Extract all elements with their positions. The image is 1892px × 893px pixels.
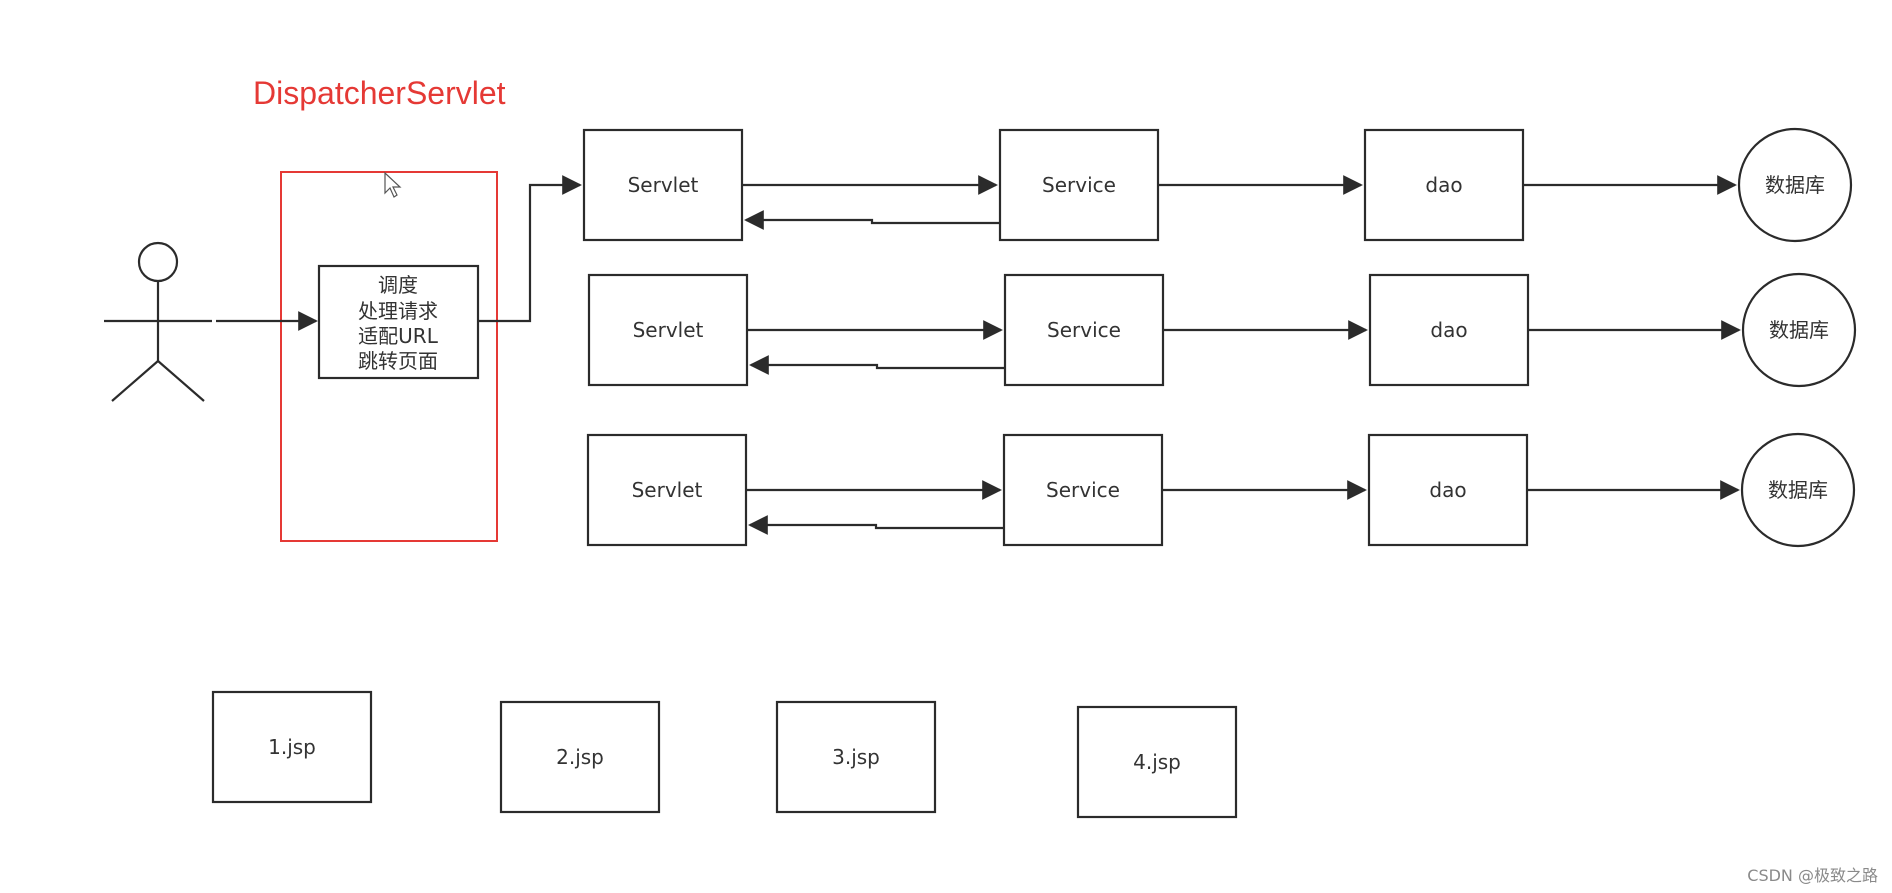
jsp-label-2: 2.jsp <box>556 745 604 769</box>
database-label: 数据库 <box>1769 318 1829 342</box>
service-label: Service <box>1042 173 1116 197</box>
servlet-label: Servlet <box>628 173 699 197</box>
service-to-servlet-return-arrow <box>744 210 1000 230</box>
service-label: Service <box>1046 478 1120 502</box>
user-actor-icon <box>104 241 212 402</box>
service-label: Service <box>1047 318 1121 342</box>
database-circle <box>1741 272 1857 388</box>
database-circle <box>1737 127 1853 243</box>
row-3: Servlet Service dao 数据库 <box>586 432 1856 548</box>
jsp-box-3 <box>775 700 937 814</box>
diagram-title: DispatcherServlet <box>253 75 506 111</box>
servlet-box <box>587 273 749 387</box>
dispatcher-line-2: 处理请求 <box>358 299 438 323</box>
database-circle <box>1740 432 1856 548</box>
jsp-label-4: 4.jsp <box>1133 750 1181 774</box>
dispatcher-highlight-frame <box>280 171 498 542</box>
dispatcher-line-3: 适配URL <box>358 324 439 348</box>
servlet-label: Servlet <box>632 478 703 502</box>
database-label: 数据库 <box>1765 173 1825 197</box>
mouse-cursor-icon <box>384 171 402 198</box>
row-1: Servlet Service dao 数据库 <box>582 127 1853 243</box>
jsp-label-3: 3.jsp <box>832 745 880 769</box>
service-to-servlet-return-arrow <box>748 515 1004 535</box>
servlet-label: Servlet <box>633 318 704 342</box>
dispatcher-box <box>317 264 480 380</box>
database-label: 数据库 <box>1768 478 1828 502</box>
dao-box <box>1367 433 1529 547</box>
dao-label: dao <box>1429 478 1466 502</box>
dispatcher-line-1: 调度 <box>378 273 418 297</box>
servlet-box <box>582 128 744 242</box>
dao-label: dao <box>1425 173 1462 197</box>
jsp-box-2 <box>499 700 661 814</box>
servlet-box <box>586 433 748 547</box>
jsp-box-4 <box>1076 705 1238 819</box>
dispatcher-line-4: 跳转页面 <box>358 349 438 373</box>
dao-label: dao <box>1430 318 1467 342</box>
jsp-label-1: 1.jsp <box>268 735 316 759</box>
jsp-box-1 <box>211 690 373 804</box>
row-2: Servlet Service dao 数据库 <box>587 272 1857 388</box>
service-box <box>1002 433 1164 547</box>
dao-box <box>1368 273 1530 387</box>
service-to-servlet-return-arrow <box>749 355 1005 375</box>
dispatcher-to-servlet-arrow <box>478 175 582 323</box>
watermark: CSDN @极致之路 <box>1747 866 1878 885</box>
